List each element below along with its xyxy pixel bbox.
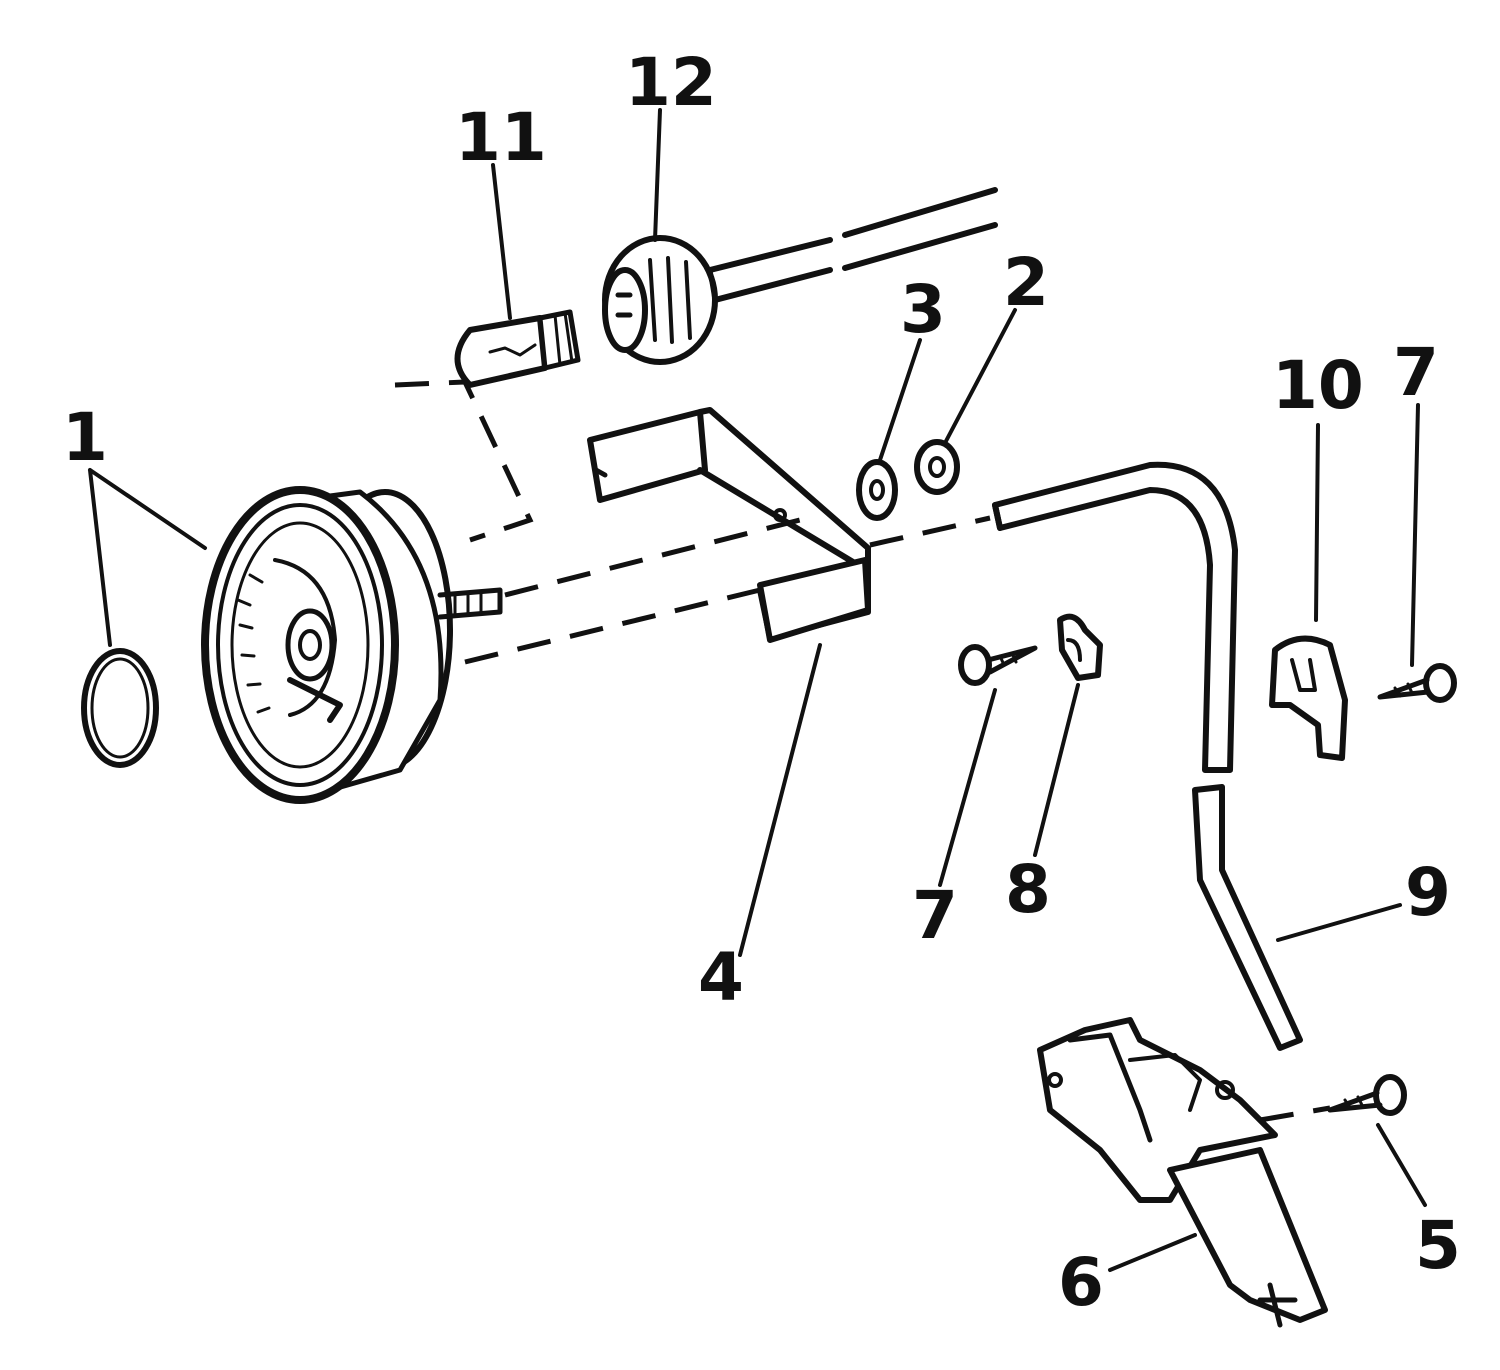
- part-8-clip: [1057, 613, 1103, 681]
- part-6-sender: [1037, 1017, 1328, 1328]
- leader-6: [1108, 1233, 1197, 1272]
- callout-2: 2: [1003, 244, 1049, 321]
- leader-8: [1033, 683, 1080, 857]
- callout-11: 11: [455, 99, 547, 176]
- part-12-socket: [602, 187, 998, 365]
- callout-7a: 7: [1393, 334, 1439, 411]
- part-1-ring: [81, 648, 159, 768]
- callout-6: 6: [1058, 1244, 1104, 1321]
- callout-1: 1: [62, 399, 108, 476]
- part-10-plate: [1269, 635, 1348, 761]
- part-9-tube: [992, 461, 1303, 1051]
- leader-2: [943, 308, 1017, 445]
- callout-4: 4: [698, 939, 744, 1016]
- callout-10: 10: [1272, 347, 1364, 424]
- callout-3: 3: [900, 271, 946, 348]
- part-11-bulb: [454, 309, 581, 388]
- part-1-gauge: [201, 486, 503, 804]
- part-3-washer: [856, 459, 898, 521]
- leader-5: [1376, 1123, 1427, 1207]
- leader-7b: [938, 688, 997, 887]
- leader-9: [1276, 903, 1402, 942]
- leader-3: [878, 338, 922, 462]
- callout-8: 8: [1005, 851, 1051, 928]
- callout-5: 5: [1415, 1207, 1461, 1284]
- part-2-nut: [914, 439, 960, 495]
- leader-4: [738, 643, 822, 957]
- part-4-bracket: [587, 407, 871, 643]
- leader-12: [653, 108, 662, 242]
- leader-10: [1314, 423, 1320, 622]
- callout-7b: 7: [912, 877, 958, 954]
- callout-9: 9: [1405, 854, 1451, 931]
- part-7-screw-b: [958, 644, 1038, 686]
- callout-12: 12: [625, 44, 717, 121]
- part-5-screw: [1327, 1074, 1407, 1116]
- part-7-screw-a: [1377, 663, 1457, 703]
- leader-11: [491, 163, 512, 320]
- leader-7a: [1410, 403, 1420, 667]
